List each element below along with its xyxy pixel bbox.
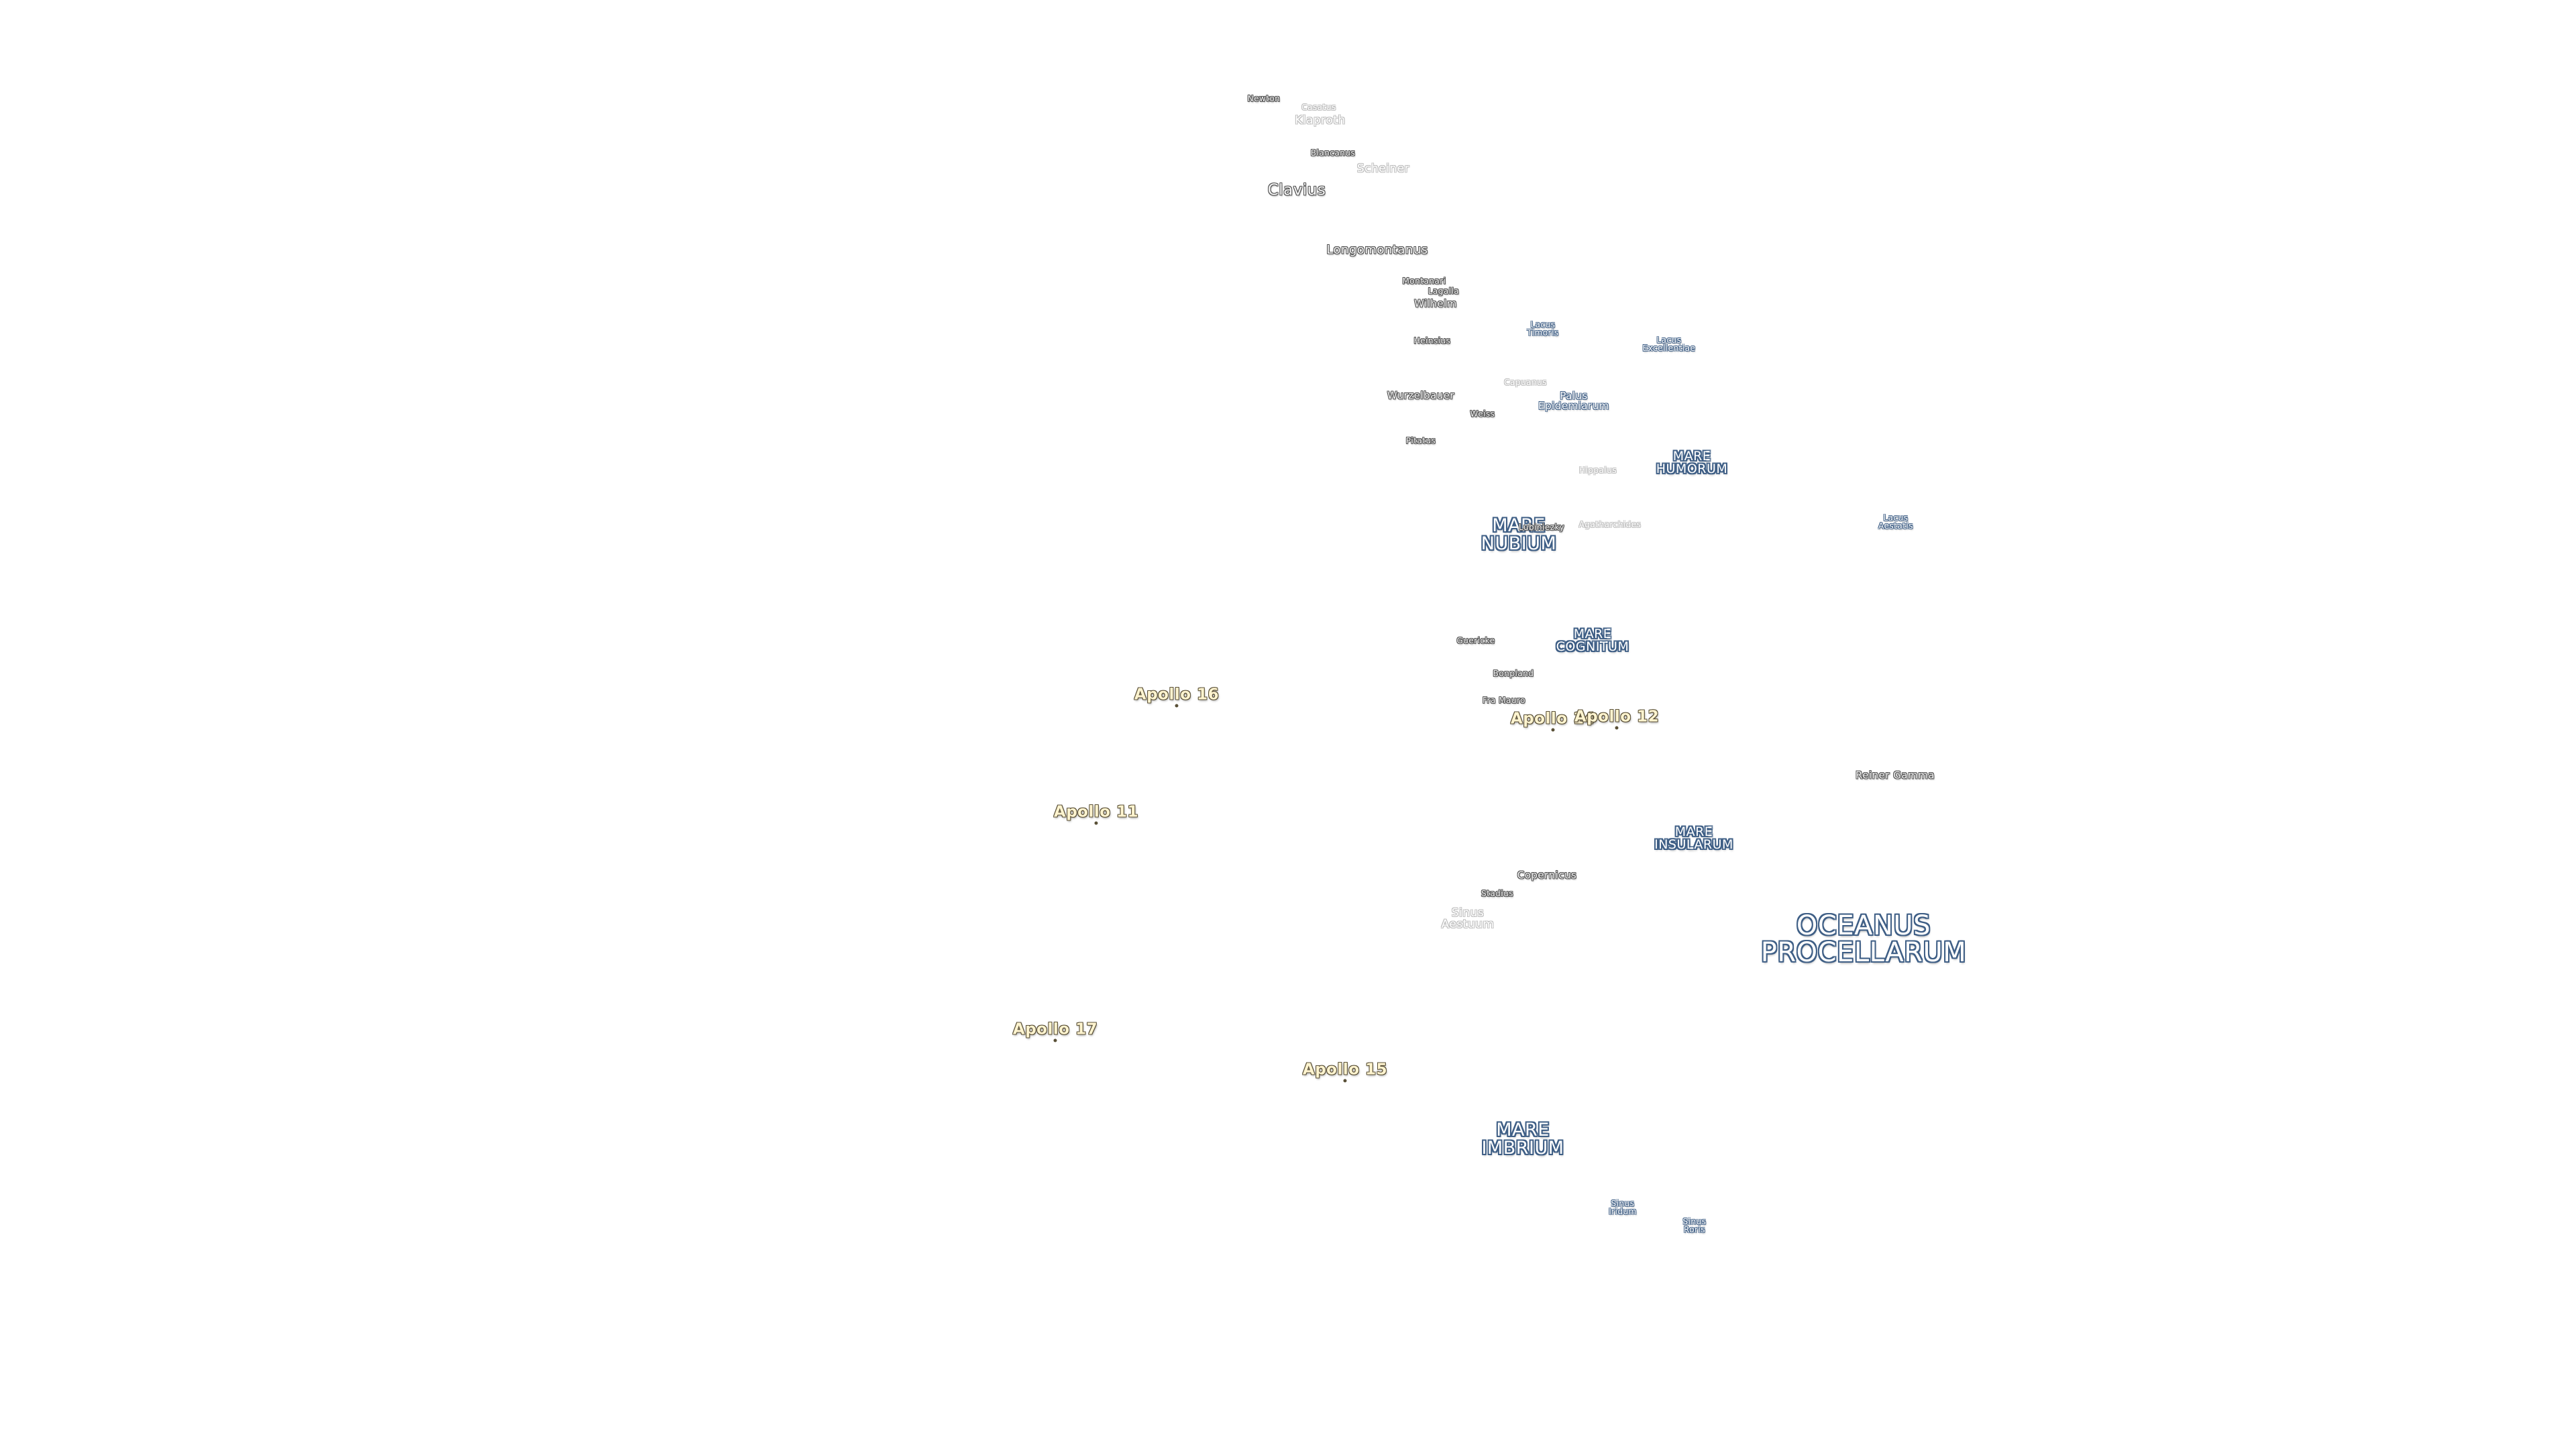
- crater-label-hippalus: Hippalus: [1578, 466, 1617, 475]
- crater-label-newton: Newton: [1247, 94, 1281, 103]
- feature-label-palus-epidemiarum: Palus Epidemiarum: [1538, 390, 1609, 412]
- crater-label-stadius: Stadius: [1481, 889, 1513, 898]
- crater-label-scheiner: Scheiner: [1356, 162, 1410, 176]
- crater-label-montanari: Montanari: [1402, 276, 1446, 286]
- crater-label-weiss: Weiss: [1470, 409, 1495, 419]
- crater-label-wilhelm: Wilhelm: [1414, 297, 1457, 310]
- sea-label-mare-cognitum: MARE COGNITUM: [1556, 627, 1629, 654]
- crater-label-lubiniezky: Lubiniezky: [1518, 523, 1565, 532]
- apollo-label-15[interactable]: Apollo 15: [1302, 1061, 1388, 1079]
- crater-label-blancanus: Blancanus: [1310, 148, 1356, 158]
- apollo-14-site-marker: [1551, 728, 1555, 732]
- crater-label-fra-mauro: Fra Mauro: [1483, 696, 1525, 705]
- feature-label-lacus-aestatis: Lacus Aestatis: [1878, 513, 1913, 531]
- sea-label-oceanus-procellarum: OCEANUS PROCELLARUM: [1760, 910, 1967, 968]
- crater-label-clavius: Clavius: [1267, 181, 1326, 199]
- feature-label-lacus-timoris: Lacus Timoris: [1527, 320, 1559, 337]
- crater-label-copernicus: Copernicus: [1517, 869, 1577, 881]
- crater-label-longomontanus: Longomontanus: [1326, 243, 1428, 257]
- feature-label-sinus-aestuum: Sinus Aestuum: [1441, 906, 1495, 931]
- apollo-12-site-marker: [1615, 726, 1619, 730]
- apollo-label-14[interactable]: Apollo 14: [1510, 710, 1596, 728]
- apollo-label-12[interactable]: Apollo 12: [1574, 708, 1660, 726]
- apollo-11-site-marker: [1094, 821, 1098, 825]
- crater-label-lagalla: Lagalla: [1428, 286, 1460, 296]
- feature-label-sinus-roris: Sinus Roris: [1682, 1217, 1707, 1234]
- crater-label-reiner-gamma: Reiner Gamma: [1855, 769, 1935, 782]
- sea-label-mare-imbrium: MARE IMBRIUM: [1481, 1120, 1564, 1159]
- apollo-15-site-marker: [1343, 1079, 1347, 1083]
- sea-label-mare-nubium: MARE NUBIUM: [1481, 515, 1557, 554]
- crater-label-casatus: Casatus: [1301, 103, 1336, 112]
- crater-label-klaproth: Klaproth: [1295, 113, 1346, 127]
- crater-label-wurzelbauer: Wurzelbauer: [1387, 389, 1455, 402]
- apollo-label-17[interactable]: Apollo 17: [1012, 1020, 1098, 1038]
- crater-label-pitatus: Pitatus: [1405, 436, 1436, 445]
- crater-label-guericke: Guericke: [1456, 636, 1495, 645]
- apollo-label-16[interactable]: Apollo 16: [1134, 686, 1220, 704]
- apollo-16-site-marker: [1175, 704, 1179, 708]
- crater-label-heinsius: Heinsius: [1413, 336, 1451, 345]
- sea-label-mare-humorum: MARE HUMORUM: [1656, 449, 1728, 476]
- crater-label-capuanus: Capuanus: [1504, 378, 1547, 387]
- feature-label-sinus-iridum: Sinus Iridum: [1609, 1199, 1637, 1216]
- crater-label-agatharchides: Agatharchides: [1578, 520, 1642, 529]
- feature-label-lacus-excellentiae: Lacus Excellentiae: [1642, 335, 1696, 353]
- crater-label-bonpland: Bonpland: [1493, 669, 1534, 678]
- sea-label-mare-insularum: MARE INSULARUM: [1654, 824, 1733, 852]
- apollo-label-11[interactable]: Apollo 11: [1053, 803, 1139, 821]
- apollo-17-site-marker: [1053, 1038, 1057, 1042]
